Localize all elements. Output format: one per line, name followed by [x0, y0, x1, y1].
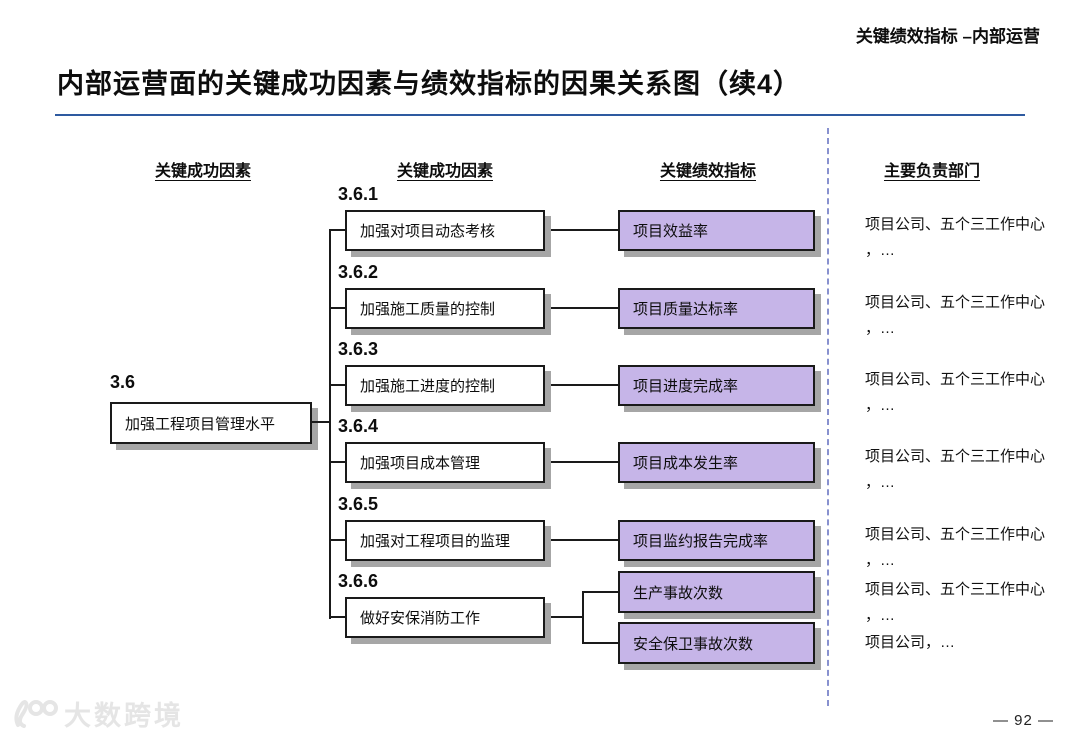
csf-box: 加强对工程项目的监理 — [345, 520, 545, 561]
kpi-label: 项目成本发生率 — [633, 455, 739, 472]
kpi-box: 项目效益率 — [618, 210, 815, 251]
connector-line — [545, 539, 618, 541]
dashed-divider — [827, 128, 829, 706]
column-header-csf-2: 关键成功因素 — [396, 163, 493, 180]
csf-number: 3.6.6 — [338, 571, 379, 591]
csf-number: 3.6.5 — [338, 494, 379, 514]
connector-line — [312, 421, 330, 423]
dept-text: 项目公司、五个三工作中心 ，… — [865, 371, 1046, 414]
page-title: 内部运营面的关键成功因素与绩效指标的因果关系图（续4） — [57, 69, 802, 99]
csf-number: 3.6.3 — [338, 339, 379, 359]
connector-line — [584, 642, 618, 644]
column-header-csf-1: 关键成功因素 — [154, 163, 251, 180]
dept-text: 项目公司、五个三工作中心 ，… — [865, 448, 1046, 491]
csf-label: 加强施工质量的控制 — [360, 301, 496, 318]
csf-box: 加强施工进度的控制 — [345, 365, 545, 406]
kpi-box: 项目质量达标率 — [618, 288, 815, 329]
connector-line — [330, 616, 345, 618]
kpi-box: 项目进度完成率 — [618, 365, 815, 406]
root-csf-label: 加强工程项目管理水平 — [125, 415, 276, 433]
connector-line — [584, 591, 618, 593]
connector-line — [582, 591, 584, 644]
connector-line — [545, 229, 618, 231]
column-header-dept: 主要负责部门 — [883, 163, 980, 180]
dept-text: 项目公司、五个三工作中心 ，… — [865, 294, 1046, 337]
kpi-box: 生产事故次数 — [618, 571, 815, 613]
dashu-logo-icon — [14, 699, 58, 728]
csf-label: 加强项目成本管理 — [360, 455, 481, 472]
csf-label: 加强对工程项目的监理 — [360, 533, 511, 550]
csf-label: 加强对项目动态考核 — [360, 223, 496, 240]
csf-number: 3.6.1 — [338, 184, 379, 204]
connector-line — [330, 384, 345, 386]
csf-number: 3.6.2 — [338, 262, 379, 282]
root-csf-box: 加强工程项目管理水平 — [110, 402, 312, 444]
kpi-label: 项目效益率 — [633, 223, 709, 240]
connector-line — [545, 461, 618, 463]
root-number: 3.6 — [110, 372, 136, 392]
kpi-label: 生产事故次数 — [633, 584, 724, 602]
kpi-label: 项目进度完成率 — [633, 378, 739, 395]
dept-text: 项目公司、五个三工作中心 ，… — [865, 216, 1046, 259]
kpi-label: 项目质量达标率 — [633, 301, 739, 318]
kpi-label: 项目监约报告完成率 — [633, 533, 769, 550]
csf-box: 做好安保消防工作 — [345, 597, 545, 638]
kpi-box: 安全保卫事故次数 — [618, 622, 815, 664]
csf-number: 3.6.4 — [338, 416, 379, 436]
watermark: 大数跨境 — [12, 694, 184, 733]
column-header-kpi: 关键绩效指标 — [659, 163, 756, 180]
kpi-box: 项目成本发生率 — [618, 442, 815, 483]
connector-line — [330, 307, 345, 309]
connector-line — [545, 307, 618, 309]
slide-kicker: 关键绩效指标 –内部运营 — [855, 27, 1040, 46]
connector-line — [330, 461, 345, 463]
connector-line — [545, 384, 618, 386]
csf-label: 做好安保消防工作 — [360, 610, 481, 627]
csf-label: 加强施工进度的控制 — [360, 378, 496, 395]
kpi-label: 安全保卫事故次数 — [633, 635, 754, 653]
dept-text: 项目公司，… — [865, 634, 956, 651]
csf-box: 加强施工质量的控制 — [345, 288, 545, 329]
connector-line — [330, 539, 345, 541]
title-rule — [55, 114, 1025, 116]
dept-text: 项目公司、五个三工作中心 ，… — [865, 581, 1046, 624]
page-number: — 92 — — [992, 712, 1054, 729]
watermark-text: 大数跨境 — [64, 701, 184, 731]
connector-line — [330, 229, 345, 231]
connector-spine — [329, 229, 331, 619]
connector-line — [545, 616, 583, 618]
csf-box: 加强项目成本管理 — [345, 442, 545, 483]
csf-box: 加强对项目动态考核 — [345, 210, 545, 251]
kpi-box: 项目监约报告完成率 — [618, 520, 815, 561]
dept-text: 项目公司、五个三工作中心 ，… — [865, 526, 1046, 569]
